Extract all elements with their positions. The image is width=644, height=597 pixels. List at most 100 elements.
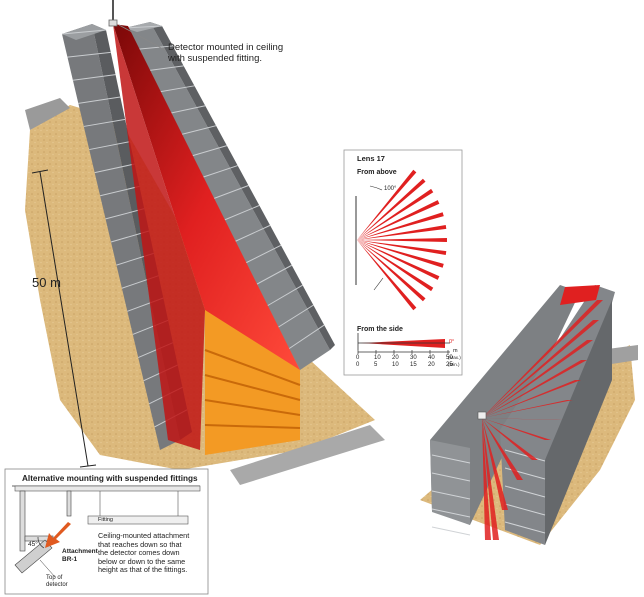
scale-value: 0 [356, 355, 360, 361]
shelf-line [431, 508, 471, 518]
scale-value: 5 [374, 362, 378, 368]
shelf-line [234, 224, 271, 243]
inset-ceiling [14, 485, 201, 492]
fitting-label: Fitting [98, 517, 113, 523]
fitting-bar [87, 491, 189, 525]
shelf-line [431, 454, 471, 464]
shelf-line [266, 284, 303, 307]
inset-title: Alternative mounting with suspended fitt… [22, 474, 198, 483]
small-beam-ray [482, 418, 563, 420]
lens-zone-ray [357, 212, 444, 240]
desc-line-4: below or down to the same [98, 556, 186, 566]
inset-description: Ceiling-mounted attachment that reaches … [98, 531, 190, 575]
detector-tilted [14, 539, 53, 574]
beam-floor [113, 24, 205, 450]
small-beam-ray [482, 380, 581, 418]
scale-min-row: 0 5 10 15 20 25 [356, 362, 457, 370]
scale-value: 20 [428, 362, 435, 368]
shelf-line [61, 29, 107, 35]
top-of-detector-label: Top of detector [46, 575, 68, 589]
lens-zone-ray [357, 188, 434, 240]
lens-from-above: From above [357, 169, 397, 176]
callout-text: Detector mounted in ceiling with suspend… [168, 42, 283, 64]
shelf-line [83, 118, 126, 127]
shelf-line [124, 25, 163, 29]
callout-line-1: Detector mounted in ceiling [168, 42, 284, 53]
small-rack-right [500, 285, 615, 545]
scale-value: 50 [446, 355, 453, 361]
small-beam-ray [482, 400, 573, 418]
lens-side-angle: 0° [449, 339, 455, 345]
scale-value: 0 [356, 362, 360, 368]
shelf-line [504, 521, 546, 534]
small-beam-ray [482, 418, 523, 480]
scale-value: 30 [410, 355, 417, 361]
shelf-line [245, 244, 282, 264]
angle-arc [369, 185, 383, 191]
shelf-line [179, 125, 217, 136]
attachment-name: Attachment [62, 548, 98, 555]
shelf-line [89, 141, 130, 151]
floor-edge-left [230, 425, 385, 485]
shelf-line [168, 105, 206, 114]
attachment-model: BR-1 [62, 556, 78, 563]
attachment-label: Attachment BR-1 [62, 548, 98, 564]
callout-line-2: with suspended fitting. [168, 53, 263, 64]
small-beam-ray [482, 300, 603, 418]
shelf-line [99, 185, 140, 197]
shelf-line [431, 472, 471, 482]
scale-value: 15 [410, 362, 417, 368]
small-beam-top [560, 285, 600, 305]
dimension-label: 50 m [32, 275, 61, 290]
desc-line-2: that reaches down so that [98, 539, 182, 549]
shelf-line [146, 65, 184, 72]
lens-zone-ray [357, 240, 417, 311]
scale-value: 40 [428, 355, 435, 361]
lens-zone-ray [357, 240, 440, 280]
lens-zone-ray [357, 240, 447, 255]
attachment-arrow [45, 522, 71, 548]
shelf-line [504, 503, 546, 516]
detection-beam [113, 24, 300, 370]
small-detector [477, 411, 487, 420]
shelf-line [67, 51, 111, 58]
shelf-line [431, 526, 471, 536]
shelf-line [78, 96, 121, 104]
lens-zone-ray [357, 238, 447, 242]
lens-title: Lens 17 [357, 154, 385, 163]
angle-mark [373, 277, 384, 291]
scale-value: 25 [446, 362, 453, 368]
shelf-line [431, 490, 471, 500]
shelf-line [157, 85, 195, 93]
small-beam-ray [482, 418, 499, 540]
shelf-line [504, 449, 546, 462]
shelf-line [190, 145, 228, 157]
lens-angle: 100° [384, 186, 397, 192]
scale-max-label: (Max.) [448, 355, 461, 360]
scale-value: 10 [392, 362, 399, 368]
small-beam-ray [482, 320, 599, 418]
lens-pattern-above [357, 169, 447, 311]
shelf-line [288, 324, 325, 350]
shelf-line [94, 163, 135, 174]
lens-zone-ray [357, 240, 434, 292]
top-label-1: Top of [46, 575, 63, 581]
small-beam-ray [482, 418, 551, 440]
shelf-line [504, 485, 546, 498]
desc-line-3: the detector comes down [98, 548, 180, 558]
lens-zone-ray [357, 240, 426, 302]
lens-zone-ray [357, 169, 417, 240]
floor-slab-left [25, 98, 70, 130]
small-beam-ray [482, 340, 593, 418]
attachment-br1 [19, 490, 72, 552]
shelf-line [72, 74, 116, 81]
top-label-2: detector [46, 582, 68, 588]
shelf-line [256, 264, 292, 285]
small-beam-ray [482, 418, 508, 510]
dimension-line [39, 171, 89, 467]
beam-end-wall [204, 310, 301, 455]
scale-min-label: (Min.) [448, 362, 460, 367]
desc-line-1: Ceiling-mounted attachment [98, 531, 190, 540]
